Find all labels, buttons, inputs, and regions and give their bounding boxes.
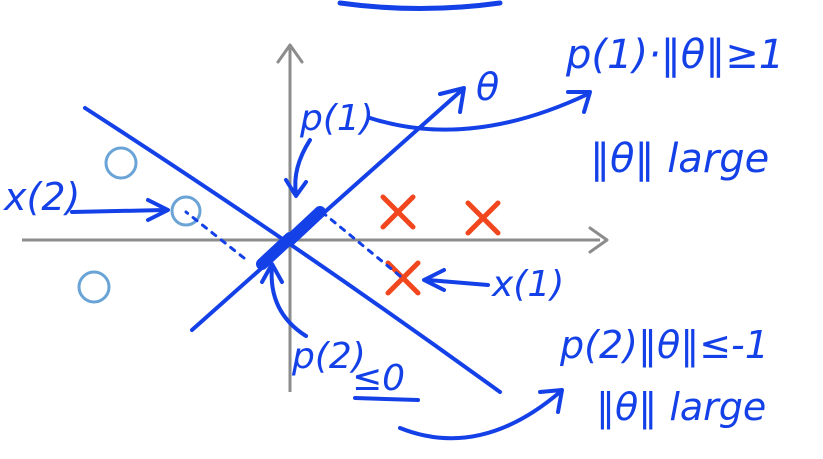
p1-label: p(1) bbox=[299, 98, 374, 139]
circle-marker-x2 bbox=[170, 195, 202, 227]
top-norm-large-text: ‖θ‖ large bbox=[590, 136, 769, 182]
cross-marker bbox=[465, 200, 501, 236]
projection-p1 bbox=[284, 206, 402, 278]
leq0-underline bbox=[353, 396, 420, 402]
bottom-norm-large-text: ‖θ‖ large bbox=[596, 385, 766, 430]
x-axis-arrowhead-icon bbox=[588, 226, 609, 254]
x2-pointer-arrow bbox=[70, 198, 170, 222]
arrowhead-icon bbox=[422, 268, 446, 292]
x1-label: x(1) bbox=[491, 264, 564, 305]
arrowhead-icon bbox=[146, 198, 170, 222]
circle-marker bbox=[77, 270, 111, 304]
cross-marker-x1 bbox=[385, 260, 421, 296]
projection-p2 bbox=[184, 210, 296, 270]
circle-marker bbox=[104, 146, 138, 180]
cross-marker bbox=[380, 194, 416, 230]
arrowhead-icon bbox=[284, 178, 308, 198]
top-condition-arrow bbox=[368, 92, 590, 132]
positive-examples bbox=[380, 194, 501, 296]
y-axis-arrowhead-icon bbox=[276, 43, 304, 64]
arrowhead-icon bbox=[566, 90, 592, 114]
p2-label-arrow bbox=[269, 264, 308, 338]
p2-leq0-label: ≤0 bbox=[352, 358, 405, 399]
coordinate-axes bbox=[22, 43, 609, 392]
theta-arrowhead-icon bbox=[438, 86, 466, 114]
theta-label: θ bbox=[476, 65, 499, 109]
p1-label-arrow bbox=[293, 138, 312, 196]
arrowhead-icon bbox=[260, 262, 284, 284]
negative-examples bbox=[77, 146, 202, 304]
top-scribble-mark bbox=[337, 0, 503, 11]
p2-label: p(2) bbox=[291, 336, 366, 377]
x2-label: x(2) bbox=[3, 175, 80, 219]
arrowhead-icon bbox=[538, 388, 564, 414]
bottom-condition-arrow bbox=[398, 390, 562, 441]
x1-pointer-arrow bbox=[422, 268, 490, 292]
top-condition-text: p(1)·‖θ‖≥1 bbox=[565, 32, 784, 78]
bottom-condition-text: p(2)‖θ‖≤-1 bbox=[559, 323, 769, 368]
